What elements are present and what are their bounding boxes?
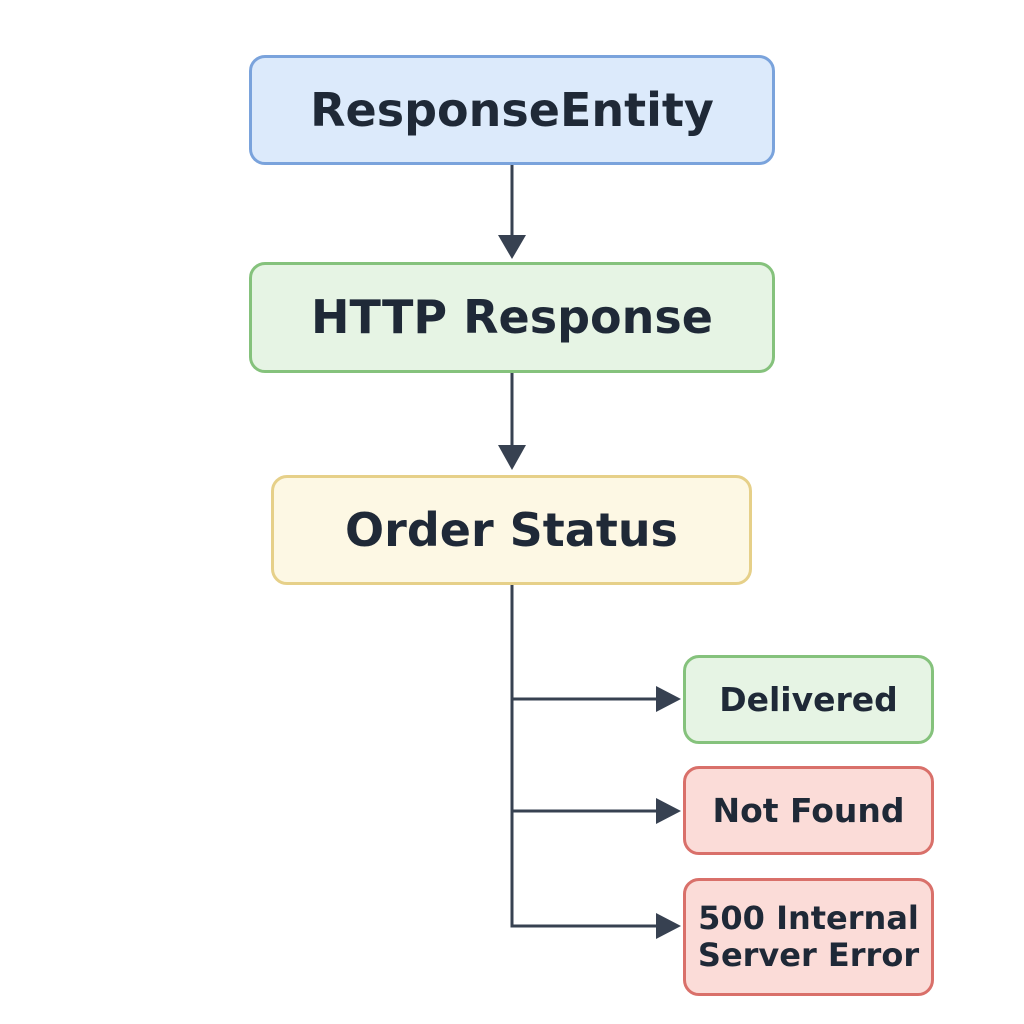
branch-trunk <box>510 585 660 928</box>
node-response-entity-label: ResponseEntity <box>310 82 714 137</box>
node-order-status-label: Order Status <box>345 502 678 557</box>
arrowhead-http-response <box>498 235 526 259</box>
node-http-response: HTTP Response <box>249 262 775 373</box>
arrowhead-order-status <box>498 445 526 470</box>
arrowhead-not-found <box>656 798 681 824</box>
node-internal-server-error: 500 Internal Server Error <box>683 878 934 996</box>
node-not-found-label: Not Found <box>712 790 905 830</box>
node-internal-server-error-line2: Server Error <box>697 936 920 974</box>
node-not-found: Not Found <box>683 766 934 855</box>
node-http-response-label: HTTP Response <box>311 290 713 345</box>
node-response-entity: ResponseEntity <box>249 55 775 165</box>
node-order-status: Order Status <box>271 475 752 585</box>
arrowhead-internal-error <box>656 913 681 939</box>
node-internal-server-error-line1: 500 Internal <box>698 899 919 938</box>
arrowhead-delivered <box>656 686 681 712</box>
node-delivered-label: Delivered <box>719 679 898 719</box>
node-delivered: Delivered <box>683 655 934 744</box>
